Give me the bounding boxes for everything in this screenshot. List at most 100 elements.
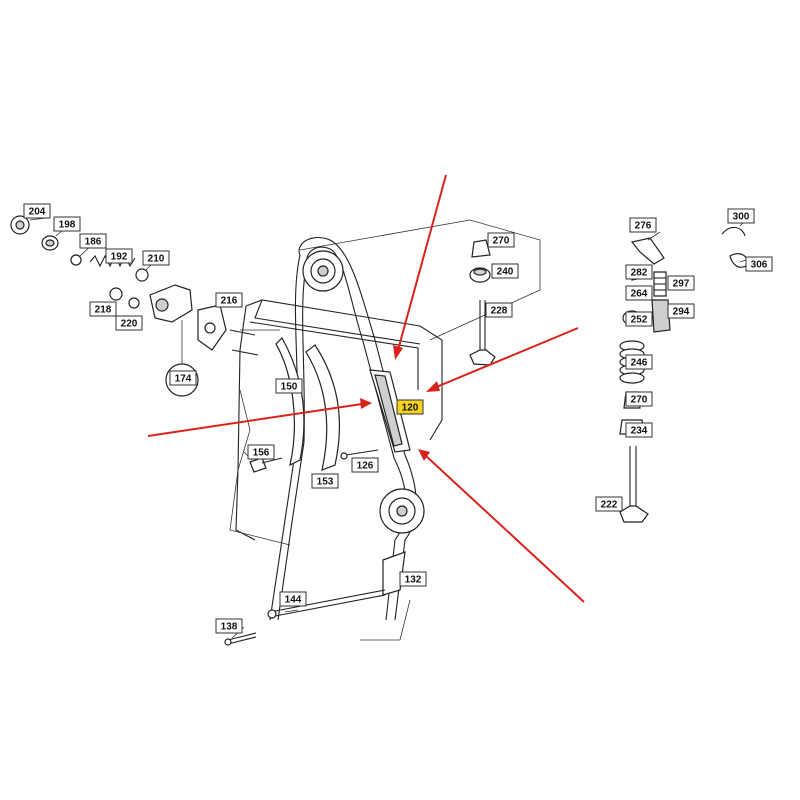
part-label-box <box>625 311 653 327</box>
part-label-246: 246 <box>625 354 653 370</box>
part-label-text: 297 <box>673 279 690 290</box>
timing-chain <box>269 237 425 621</box>
part-label-box <box>311 473 339 489</box>
part-label-box <box>625 391 653 407</box>
part-label-box <box>625 285 653 301</box>
part-label-222: 222 <box>595 496 623 512</box>
part-label-228: 228 <box>485 302 513 318</box>
part-label-297: 297 <box>667 275 695 291</box>
part-label-box <box>215 618 243 634</box>
part-label-text: 216 <box>221 296 238 307</box>
engine-block <box>229 219 541 641</box>
part-label-294: 294 <box>667 303 695 319</box>
part-label-text: 120 <box>402 403 419 414</box>
left-tensioner-parts <box>10 215 259 397</box>
part-label-box <box>115 315 143 331</box>
part-label-306: 306 <box>745 256 773 272</box>
part-label-box <box>53 216 81 232</box>
part-label-text: 174 <box>175 374 192 385</box>
part-label-270: 270 <box>625 391 653 407</box>
part-label-text: 228 <box>491 306 508 317</box>
part-label-text: 218 <box>95 305 112 316</box>
part-label-276: 276 <box>629 217 657 233</box>
part-label-box <box>625 422 653 438</box>
part-label-252: 252 <box>625 311 653 327</box>
part-label-text: 150 <box>281 382 298 393</box>
part-label-220: 220 <box>115 315 143 331</box>
part-label-box <box>399 571 427 587</box>
part-label-text: 153 <box>317 477 334 488</box>
part-label-box <box>279 591 307 607</box>
part-label-text: 270 <box>493 236 510 247</box>
part-label-138: 138 <box>215 618 243 634</box>
part-label-240: 240 <box>491 263 519 279</box>
part-label-text: 126 <box>357 461 374 472</box>
part-label-text: 220 <box>121 319 138 330</box>
part-label-132: 132 <box>399 571 427 587</box>
part-label-153: 153 <box>311 473 339 489</box>
part-label-text: 144 <box>285 595 302 606</box>
guide-bolts <box>249 449 379 473</box>
part-label-box <box>625 264 653 280</box>
part-label-text: 270 <box>631 395 648 406</box>
part-label-text: 210 <box>148 254 165 265</box>
part-label-text: 234 <box>631 426 648 437</box>
part-label-box <box>79 233 107 249</box>
part-label-300: 300 <box>727 208 755 224</box>
part-label-text: 186 <box>85 237 102 248</box>
part-label-box <box>745 256 773 272</box>
part-label-text: 246 <box>631 358 648 369</box>
part-label-box <box>491 263 519 279</box>
part-number-labels: 204 198 186 192 210 218 220 216 174 150 156 153 126 1… <box>23 203 773 634</box>
part-label-198: 198 <box>53 216 81 232</box>
red-arrows <box>147 174 585 603</box>
center-valve-parts <box>469 239 496 366</box>
part-label-text: 222 <box>601 500 618 511</box>
part-label-box <box>487 232 515 248</box>
part-label-192: 192 <box>105 248 133 264</box>
part-label-box <box>629 217 657 233</box>
part-label-text: 198 <box>59 220 76 231</box>
part-label-box <box>485 302 513 318</box>
part-label-120: 120 <box>396 399 424 415</box>
part-label-216: 216 <box>215 292 243 308</box>
part-label-186: 186 <box>79 233 107 249</box>
part-label-174: 174 <box>169 370 197 386</box>
part-label-text: 252 <box>631 315 648 326</box>
part-label-144: 144 <box>279 591 307 607</box>
part-label-box <box>667 275 695 291</box>
part-label-box <box>625 354 653 370</box>
part-label-box <box>727 208 755 224</box>
part-label-126: 126 <box>351 457 379 473</box>
part-label-text: 138 <box>221 622 238 633</box>
part-label-264: 264 <box>625 285 653 301</box>
part-label-210: 210 <box>142 250 170 266</box>
guide-rails <box>275 337 411 471</box>
lever-assembly <box>224 551 406 646</box>
part-label-box <box>396 399 424 415</box>
part-label-text: 276 <box>635 221 652 232</box>
part-label-text: 132 <box>405 575 422 586</box>
part-label-box <box>89 301 117 317</box>
part-label-box <box>23 203 51 219</box>
part-label-box <box>142 250 170 266</box>
part-label-text: 300 <box>733 212 750 223</box>
part-label-box <box>595 496 623 512</box>
part-label-text: 306 <box>751 260 768 271</box>
part-label-text: 264 <box>631 289 648 300</box>
part-label-156: 156 <box>247 444 275 460</box>
part-label-box <box>215 292 243 308</box>
part-label-box <box>105 248 133 264</box>
part-label-text: 282 <box>631 268 648 279</box>
part-label-box <box>351 457 379 473</box>
part-label-box <box>169 370 197 386</box>
part-label-box <box>275 378 303 394</box>
part-label-204: 204 <box>23 203 51 219</box>
part-label-234: 234 <box>625 422 653 438</box>
part-label-box <box>667 303 695 319</box>
part-label-text: 192 <box>111 252 128 263</box>
part-label-text: 294 <box>673 307 690 318</box>
part-label-text: 204 <box>29 207 46 218</box>
part-label-text: 240 <box>497 267 514 278</box>
